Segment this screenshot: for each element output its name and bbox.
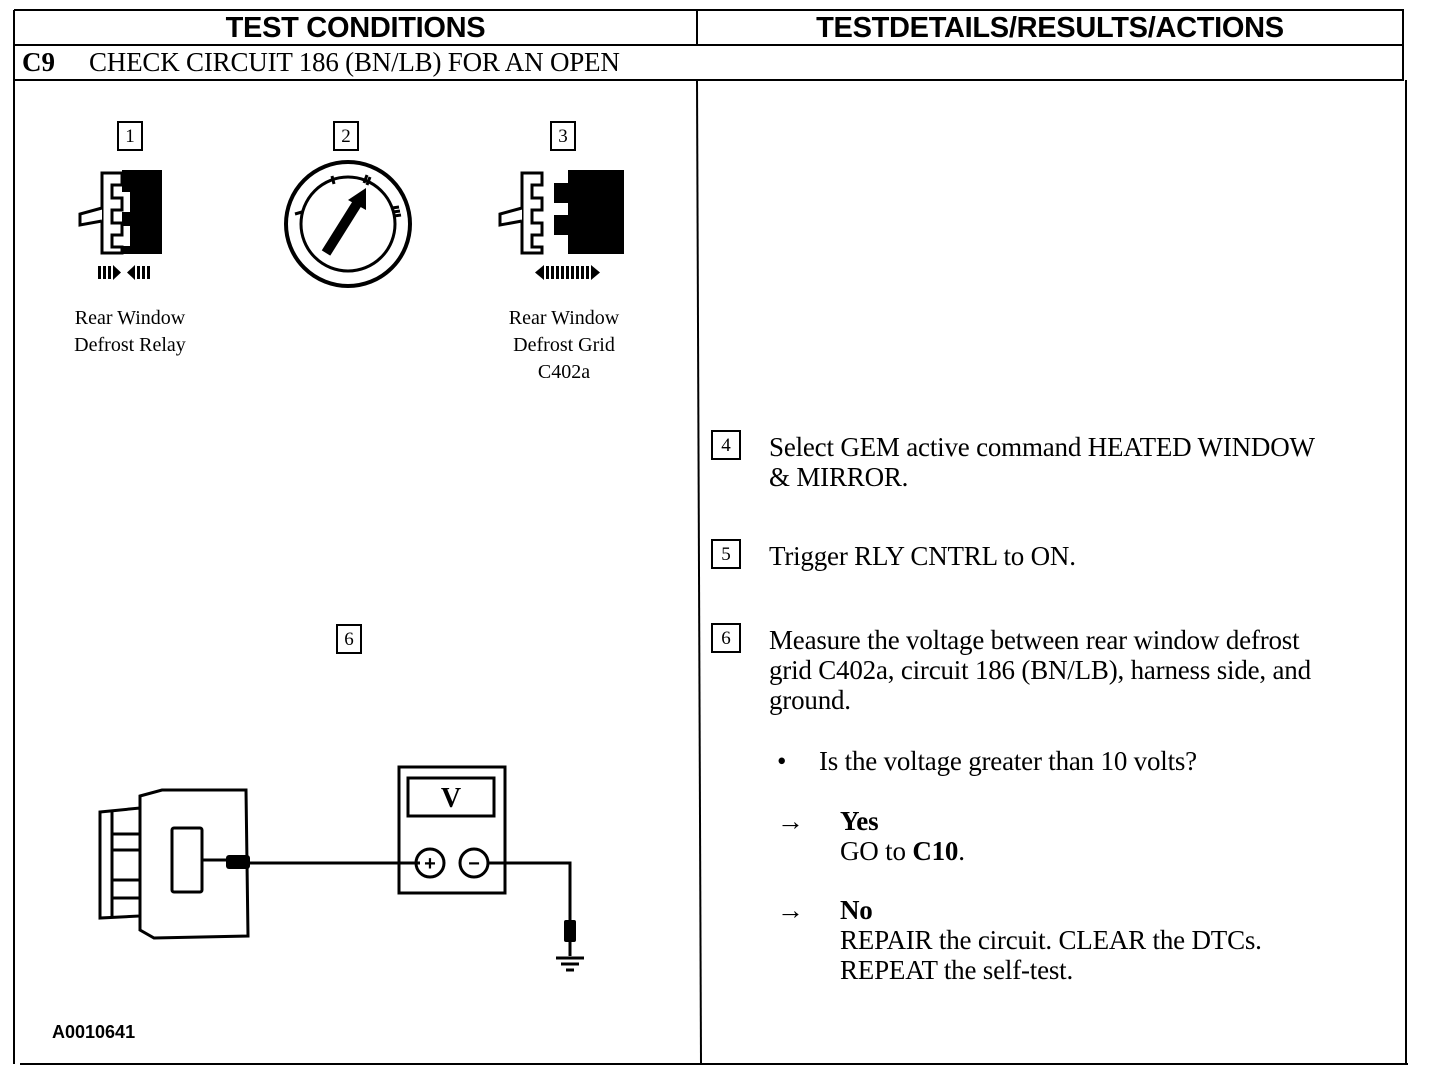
illustration-id: A0010641 [52, 1022, 136, 1042]
step-6-text: Measure the voltage between rear window … [769, 625, 1311, 715]
figure-step-1: 1 [117, 121, 143, 151]
test-conditions-header: TEST CONDITIONS [225, 12, 486, 44]
no-arrow: → [777, 895, 804, 925]
step-6-line1: Measure the voltage between rear window … [769, 625, 1300, 655]
relay-caption-line2: Defrost Relay [74, 334, 186, 356]
step-4-line1: Select GEM active command HEATED WINDOW [769, 432, 1315, 462]
relay-disconnect-icon [78, 170, 162, 280]
step-5-number: 5 [711, 539, 741, 569]
yes-action-suffix: . [958, 836, 965, 866]
test-title: CHECK CIRCUIT 186 (BN/LB) FOR AN OPEN [89, 47, 620, 77]
test-details-header: TESTDETAILS/RESULTS/ACTIONS [816, 12, 1284, 44]
yes-action-target: C10 [912, 836, 959, 866]
figure-step-6: 6 [336, 624, 362, 654]
grid-caption-line1: Rear Window [508, 307, 620, 329]
step-6-line3: ground. [769, 685, 851, 715]
yes-action: GO to C10. [840, 836, 965, 866]
step-4-number: 4 [711, 430, 741, 460]
step-6-line2: grid C402a, circuit 186 (BN/LB), harness… [769, 655, 1311, 685]
voltmeter-diagram: V + − [98, 765, 584, 972]
step-4-text: Select GEM active command HEATED WINDOW … [769, 432, 1315, 492]
question-text: Is the voltage greater than 10 volts? [819, 746, 1197, 776]
yes-label: Yes [840, 806, 879, 836]
voltmeter-plus-terminal: + [424, 853, 436, 875]
grid-caption-line3: C402a [537, 361, 591, 383]
yes-block: Yes GO to C10. [840, 806, 965, 866]
figure-step-3: 3 [550, 121, 576, 151]
no-line1: REPAIR the circuit. CLEAR the DTCs. [840, 925, 1262, 955]
step-5-text: Trigger RLY CNTRL to ON. [769, 541, 1076, 571]
yes-arrow: → [777, 806, 804, 836]
grid-caption: Rear Window Defrost Grid C402a [464, 305, 664, 386]
step-4-line2: & MIRROR. [769, 462, 909, 492]
grid-caption-line2: Defrost Grid [513, 334, 615, 356]
relay-caption-line1: Rear Window [74, 307, 186, 329]
figure-step-2: 2 [333, 121, 359, 151]
step-6-number: 6 [711, 623, 741, 653]
test-id: C9 [22, 47, 55, 77]
question-bullet: • [777, 746, 787, 776]
grid-disconnect-icon [498, 170, 624, 280]
yes-action-prefix: GO to [840, 836, 913, 866]
voltmeter-minus-terminal: − [468, 853, 480, 875]
relay-caption: Rear Window Defrost Relay [30, 305, 230, 359]
no-line2: REPEAT the self-test. [840, 955, 1074, 985]
no-block: No REPAIR the circuit. CLEAR the DTCs. R… [840, 895, 1262, 985]
ignition-switch-icon [284, 160, 412, 288]
no-label: No [840, 895, 873, 925]
voltmeter-v-symbol: V [441, 783, 461, 814]
